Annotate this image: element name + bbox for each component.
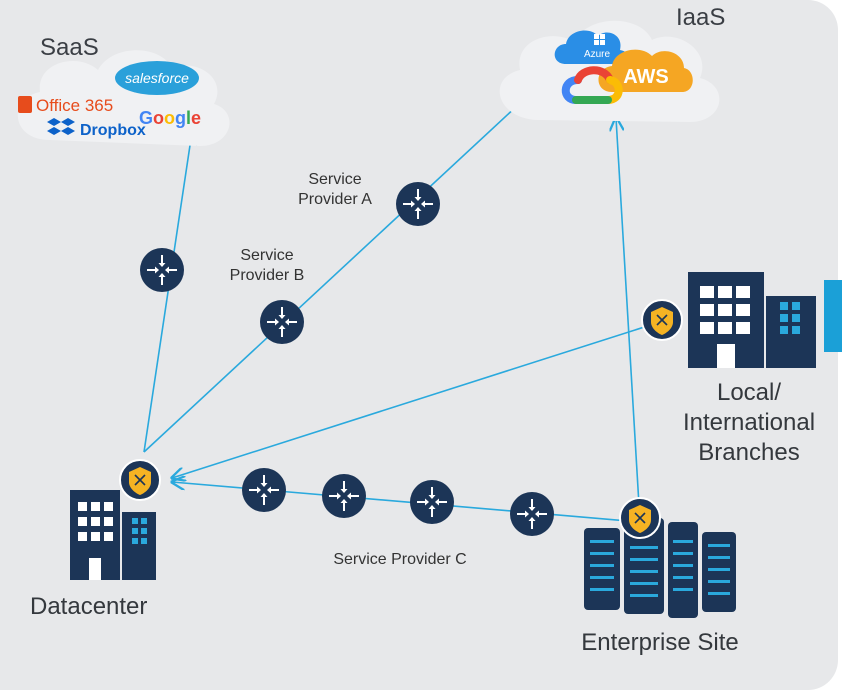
datacenter-building (70, 459, 161, 580)
branches-label: Local/ International Branches (682, 379, 816, 466)
firewall-icon (619, 497, 661, 539)
accent-bar (824, 280, 842, 352)
router-icon (259, 299, 305, 345)
svg-text:Azure: Azure (584, 49, 611, 60)
router-icon (139, 247, 185, 293)
datacenter-label: Datacenter (30, 593, 148, 620)
service-provider-b-label: Service Provider B (229, 247, 305, 284)
svg-text:Office 365: Office 365 (36, 96, 113, 115)
svg-text:salesforce: salesforce (125, 70, 189, 86)
firewall-icon (119, 459, 161, 501)
diagram-canvas: salesforce Office 365 Google Dropbox Azu (17, 20, 816, 618)
office365-icon (18, 96, 32, 113)
router-icon (241, 467, 287, 513)
branches-building (641, 272, 816, 368)
link-datacenter-saas (143, 132, 192, 453)
links (143, 92, 661, 523)
firewall-icon (641, 299, 683, 341)
salesforce-logo (115, 61, 199, 95)
service-provider-c-label: Service Provider C (333, 551, 467, 568)
google-logo: Google (139, 108, 201, 128)
dropbox-icon (47, 118, 75, 135)
gcp-cloud-icon (561, 66, 623, 104)
svg-text:AWS: AWS (623, 66, 669, 88)
server-rack-icon (584, 518, 736, 618)
iaas-label: IaaS (676, 4, 726, 31)
iaas-cloud: Azure AWS (499, 20, 720, 122)
router-icon (321, 473, 367, 519)
router-icon (509, 491, 555, 537)
enterprise-servers (584, 497, 736, 618)
router-icon (409, 479, 455, 525)
enterprise-label: Enterprise Site (581, 629, 739, 656)
saas-label: SaaS (40, 34, 99, 61)
azure-cloud: Azure (554, 30, 629, 64)
service-provider-a-label: Service Provider A (298, 171, 372, 208)
saas-cloud: salesforce Office 365 Google Dropbox (17, 50, 230, 146)
router-icon (395, 181, 441, 227)
svg-text:Dropbox: Dropbox (80, 122, 146, 139)
aws-cloud: AWS (598, 49, 693, 92)
link-branches-datacenter (172, 321, 661, 478)
link-enterprise-iaas (616, 118, 641, 523)
link-datacenter-iaas (143, 92, 532, 453)
